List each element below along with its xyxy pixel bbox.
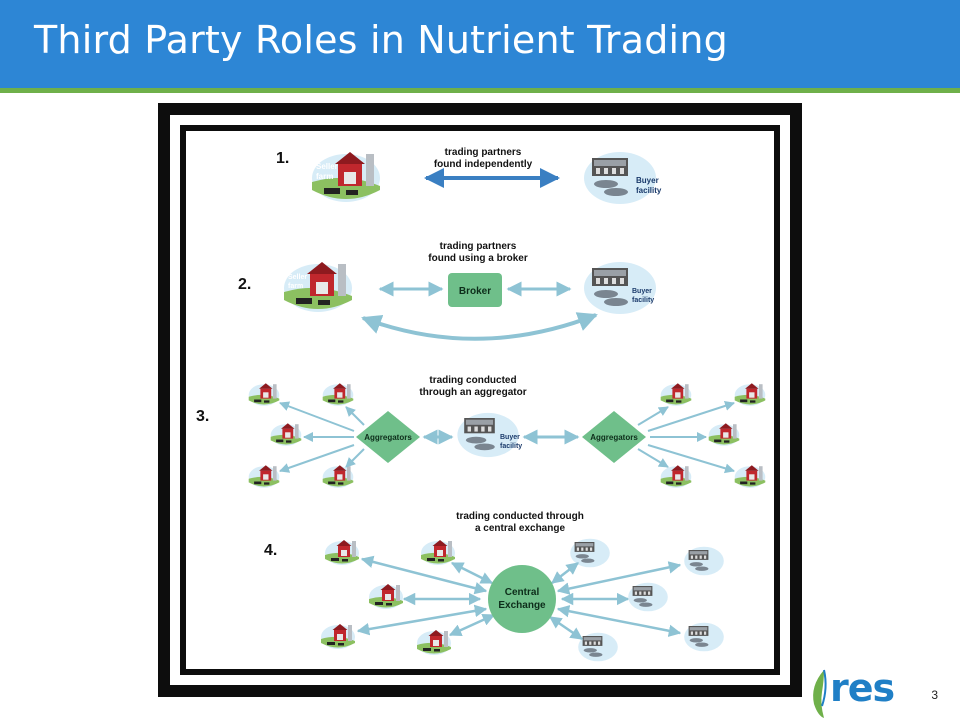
panel-2-direct-arrow bbox=[361, 312, 598, 341]
panel-3-caption-line2: through an aggregator bbox=[419, 387, 526, 398]
panel-4-caption-line2: a central exchange bbox=[475, 523, 565, 534]
panel-4-number: 4. bbox=[264, 542, 277, 559]
panel-1-number: 1. bbox=[276, 150, 289, 167]
panel-1-buyer-label-2: facility bbox=[636, 186, 662, 195]
panel-2-broker-label: Broker bbox=[459, 286, 491, 297]
panel-1-seller-label-2: farm bbox=[316, 172, 333, 181]
header-divider bbox=[0, 88, 960, 93]
logo-text: res bbox=[830, 666, 895, 710]
leaf-logo-icon bbox=[813, 669, 827, 718]
panel-2-seller-label-2: farm bbox=[288, 283, 303, 290]
panel-2-buyer-label-2: facility bbox=[632, 297, 654, 304]
panel-3-buyer-label-1: Buyer bbox=[500, 434, 520, 441]
panel-3-left-aggregator-label: Aggregators bbox=[364, 433, 412, 442]
panel-3-caption-line1: trading conducted bbox=[429, 375, 516, 386]
nutrient-trading-diagram: 1. trading partners found independently … bbox=[158, 103, 802, 697]
panel-2-broker-node bbox=[448, 273, 502, 307]
panel-1-caption-line1: trading partners bbox=[445, 147, 522, 158]
panel-4-buyer-arrows bbox=[548, 561, 682, 641]
panel-2-caption-line2: found using a broker bbox=[428, 253, 528, 264]
panel-4-seller-arrows bbox=[356, 555, 496, 637]
panel-3-number: 3. bbox=[196, 408, 209, 425]
panel-3-right-aggregator-label: Aggregators bbox=[590, 433, 638, 442]
panel-4-caption-line1: trading conducted through bbox=[456, 511, 584, 522]
panel-3-right-aggregator-node bbox=[582, 411, 646, 463]
panel-1-caption-line2: found independently bbox=[434, 159, 533, 170]
panel-3-left-arrows bbox=[279, 401, 365, 473]
page-number: 3 bbox=[931, 688, 938, 702]
panel-1-seller-label-1: Seller bbox=[316, 162, 338, 171]
panel-2-caption-line1: trading partners bbox=[440, 241, 517, 252]
panel-3-buyer-label-2: facility bbox=[500, 443, 522, 450]
panel-4-central-label-2: Exchange bbox=[498, 600, 546, 611]
panel-2-seller-label-1: Seller bbox=[288, 274, 307, 281]
panel-2-buyer-label-1: Buyer bbox=[632, 288, 652, 295]
res-logo: res bbox=[808, 664, 912, 720]
slide-header: Third Party Roles in Nutrient Trading bbox=[0, 0, 960, 88]
panel-4-central-exchange-node bbox=[488, 565, 556, 633]
panel-1-buyer-label-1: Buyer bbox=[636, 176, 659, 185]
panel-3-right-arrows bbox=[637, 401, 735, 474]
panel-3-left-aggregator-node bbox=[356, 411, 420, 463]
panel-2-number: 2. bbox=[238, 276, 251, 293]
slide-title: Third Party Roles in Nutrient Trading bbox=[34, 18, 728, 62]
panel-4-central-label-1: Central bbox=[505, 587, 540, 598]
